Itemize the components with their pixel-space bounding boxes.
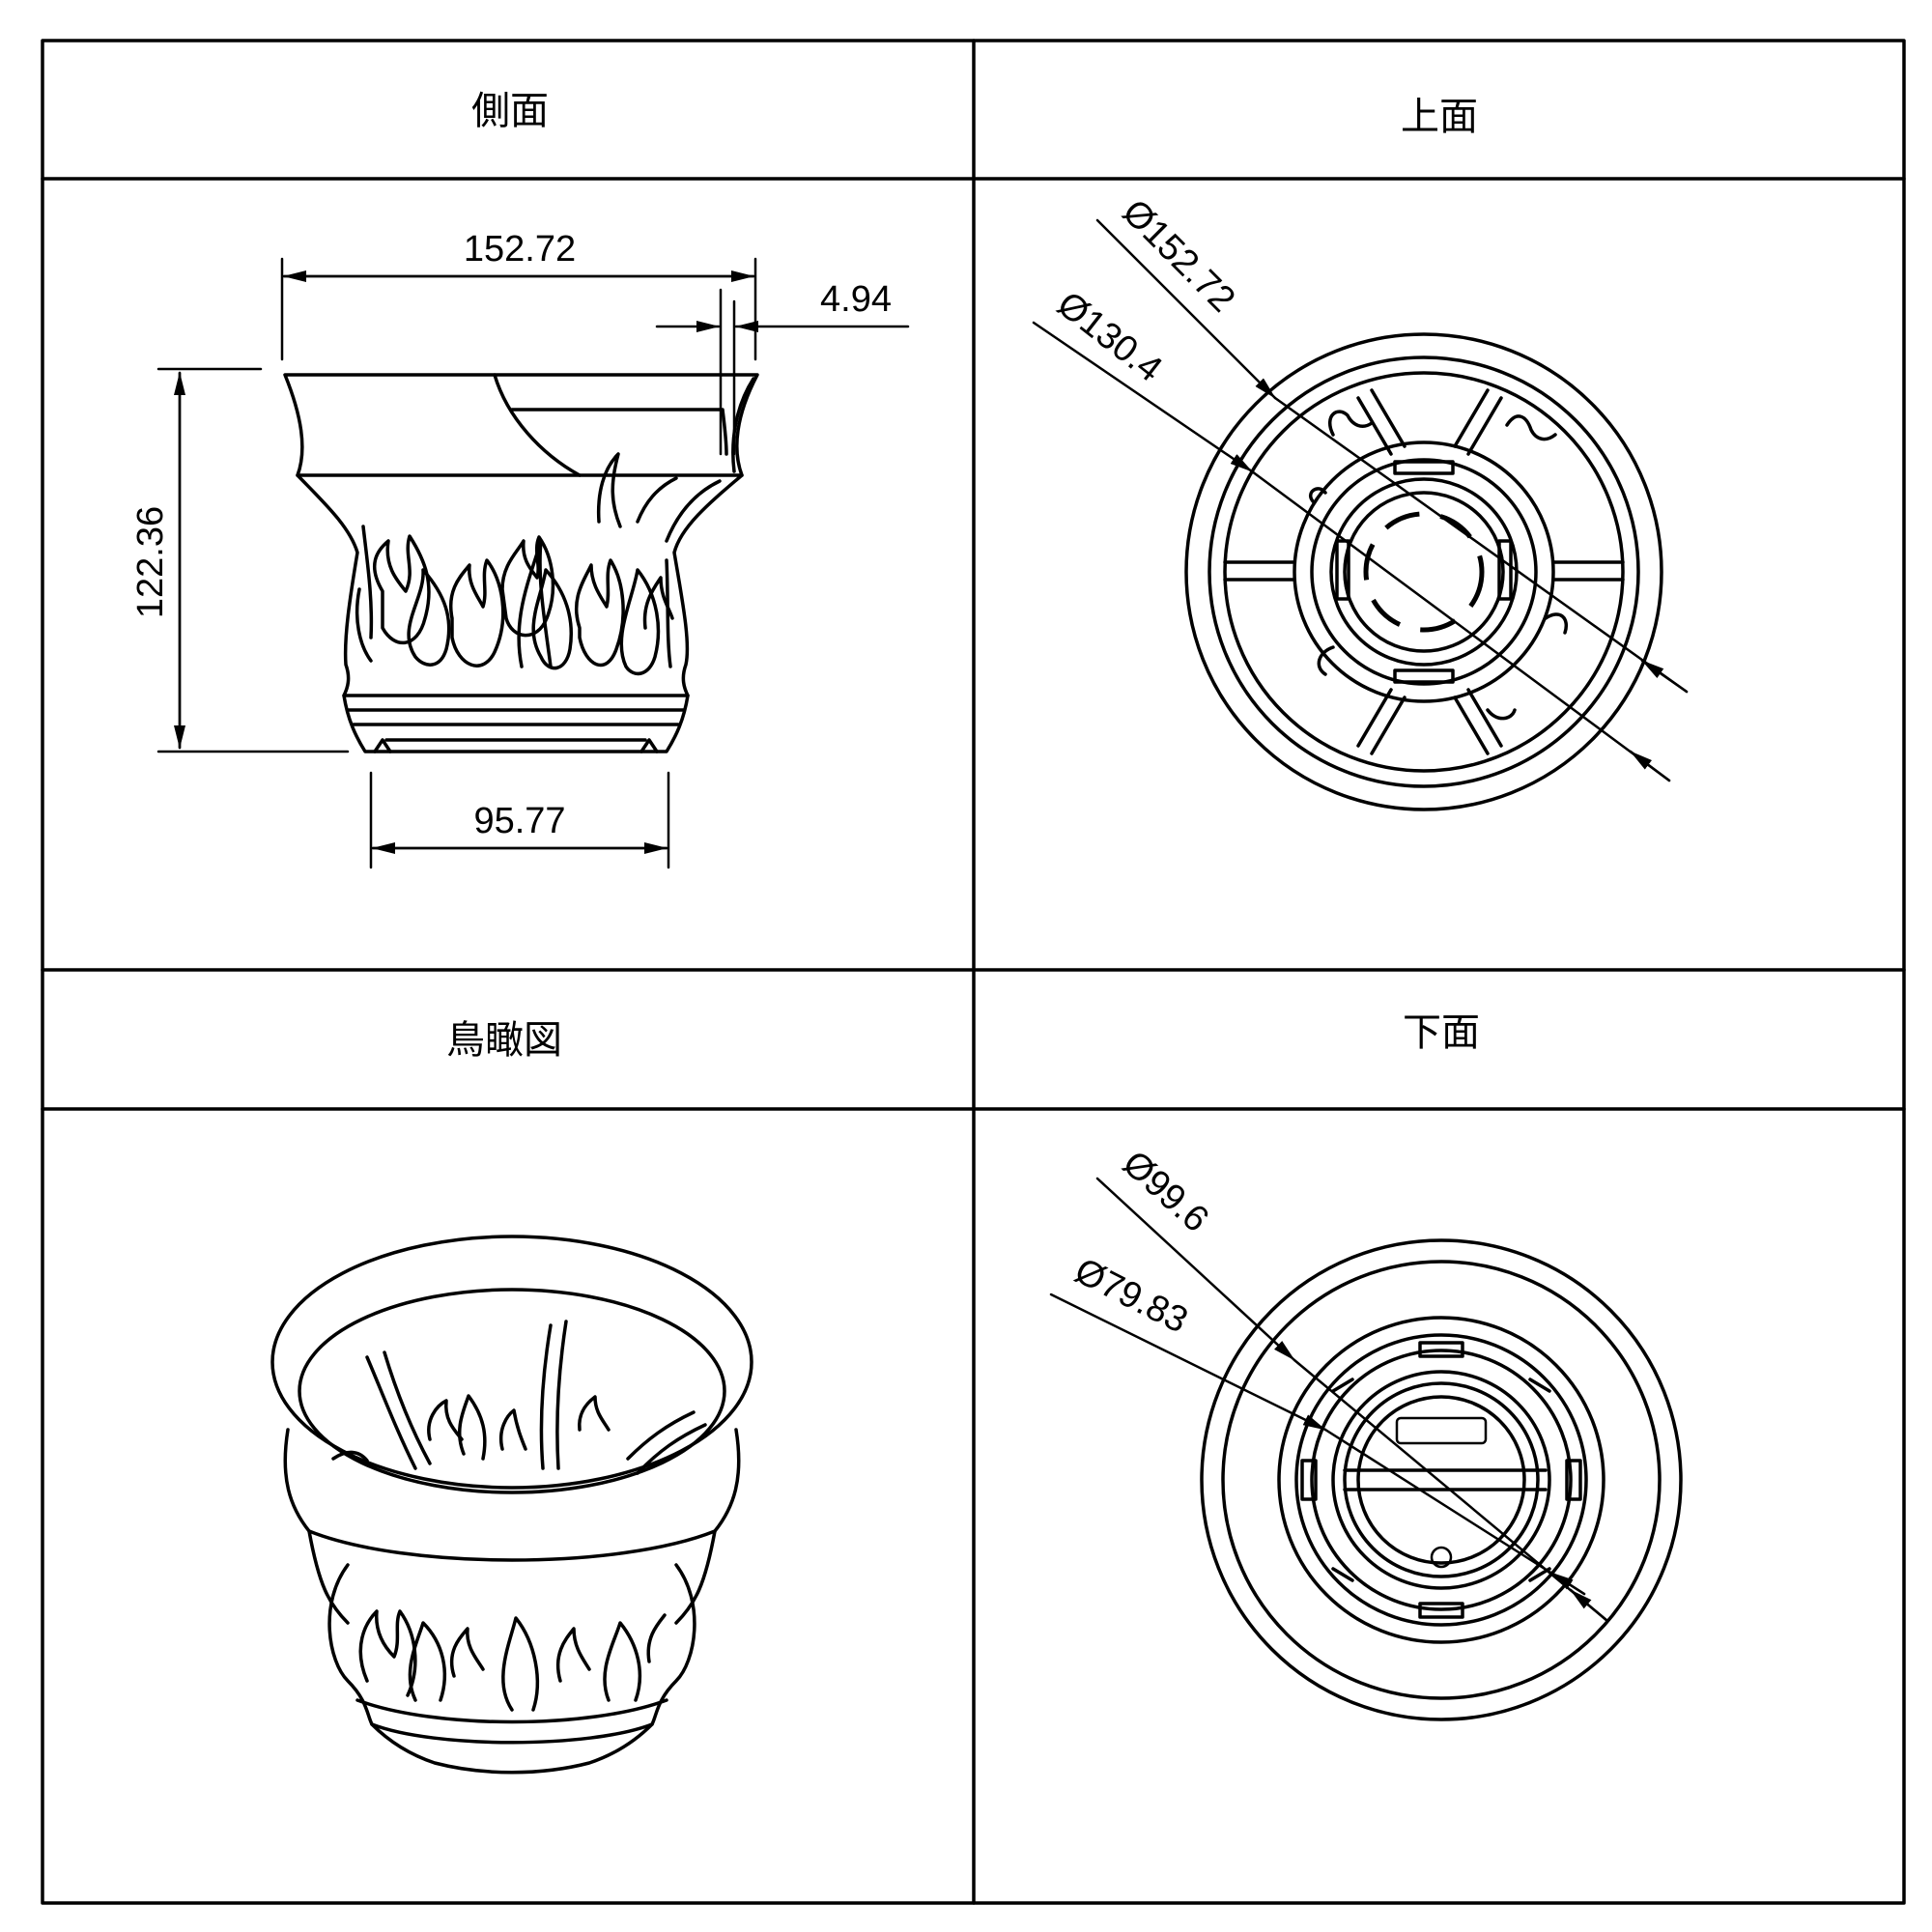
birdseye-view-title: 鳥瞰図 bbox=[446, 1018, 562, 1063]
top-view-dimensions bbox=[1032, 218, 1689, 782]
top-view-drawing bbox=[1184, 332, 1663, 811]
bottom-view-title: 下面 bbox=[1403, 1010, 1480, 1055]
birdseye-view-drawing bbox=[270, 1235, 753, 1775]
grid-frame bbox=[41, 39, 1906, 1905]
bottom-view-dimensions bbox=[1049, 1177, 1609, 1623]
top-view-title: 上面 bbox=[1401, 95, 1478, 139]
dim-height: 122.36 bbox=[130, 506, 171, 618]
dim-bottom-outer-diameter: Ø99.6 bbox=[1115, 1143, 1216, 1239]
side-view-dimensions bbox=[156, 257, 910, 869]
dim-wall-thickness: 4.94 bbox=[820, 279, 892, 320]
dim-base-width: 95.77 bbox=[473, 801, 565, 841]
side-view-title: 側面 bbox=[471, 89, 549, 133]
dim-top-width: 152.72 bbox=[464, 229, 576, 270]
dim-bottom-inner-diameter: Ø79.83 bbox=[1068, 1251, 1194, 1342]
bottom-view-drawing bbox=[1200, 1238, 1683, 1721]
side-view-drawing bbox=[283, 373, 759, 753]
